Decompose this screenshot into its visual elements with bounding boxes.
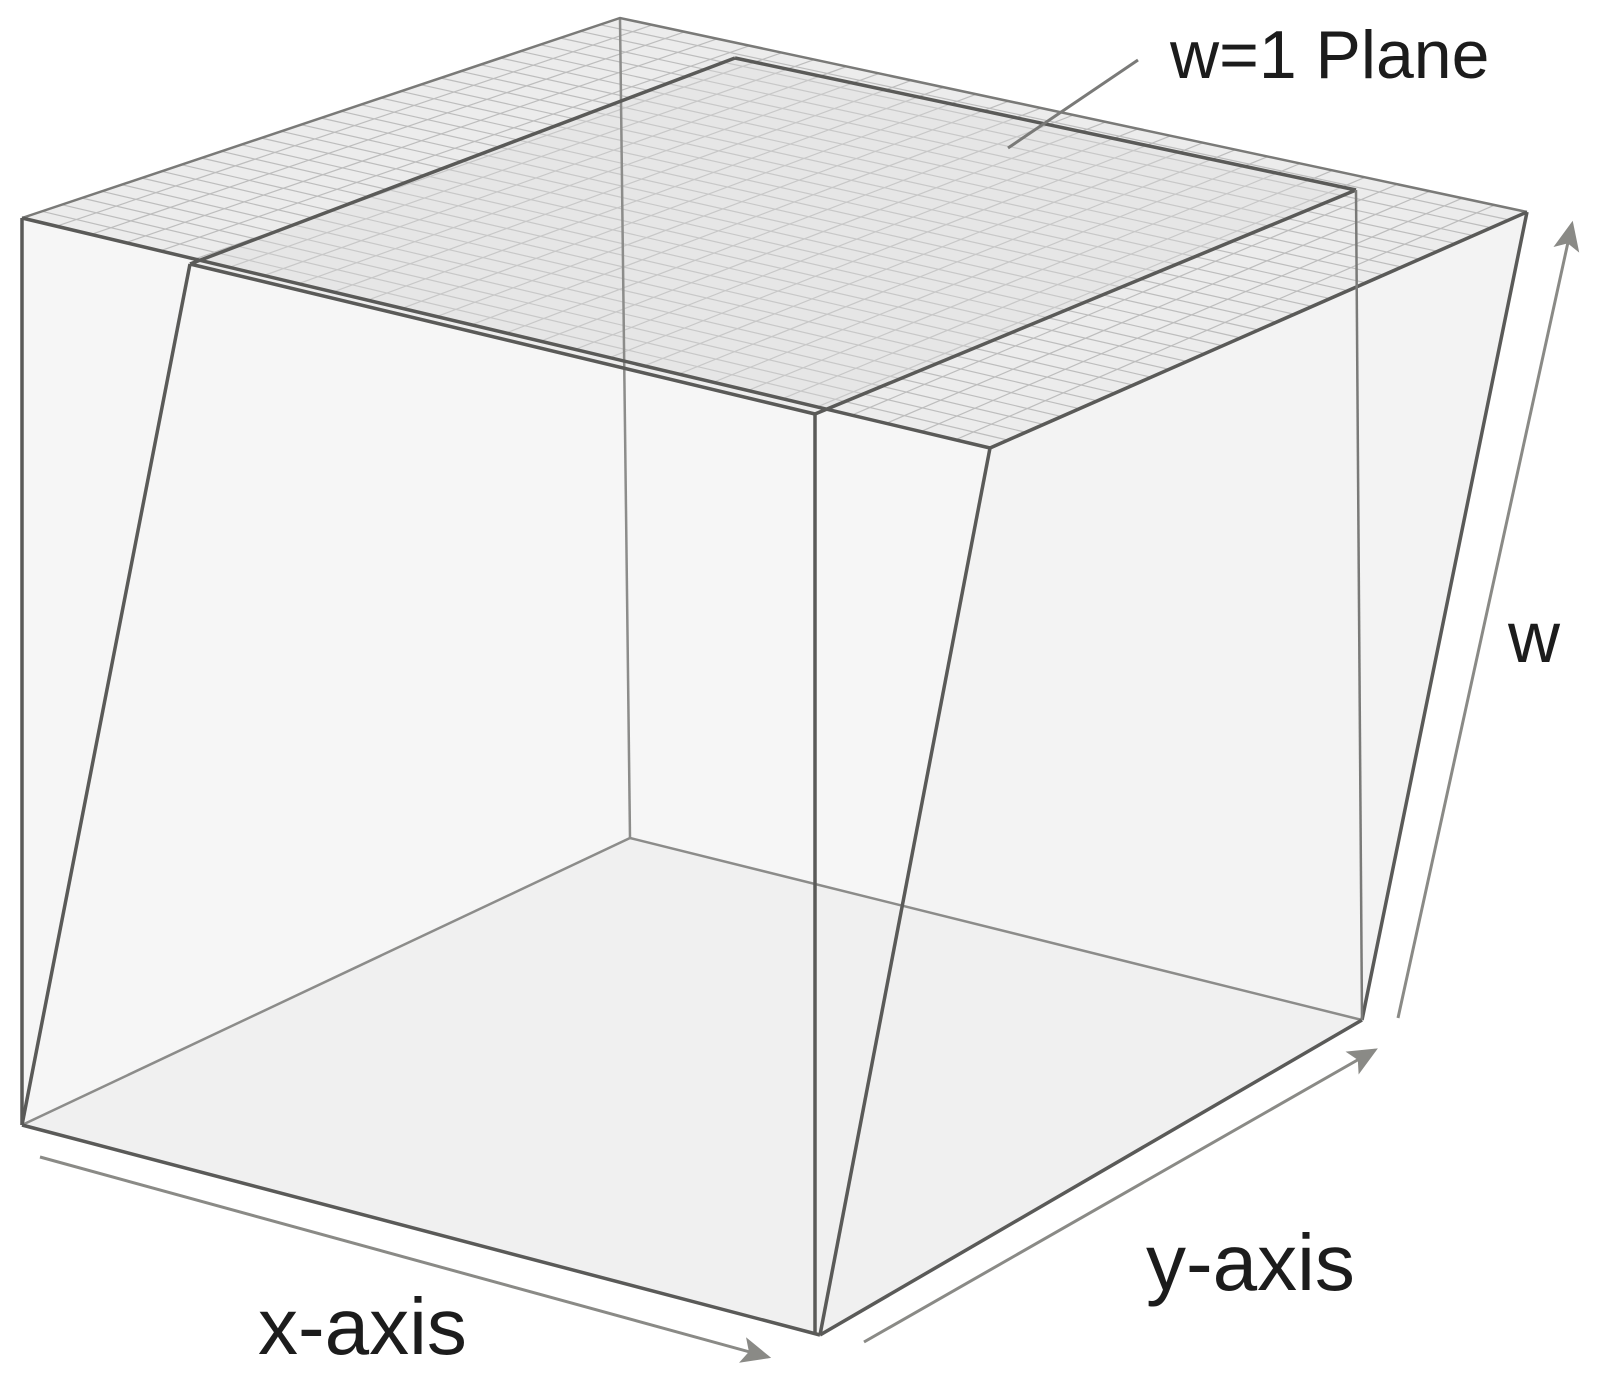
back-edges — [21, 17, 1363, 1127]
plane-label-leader — [1007, 58, 1139, 150]
w-axis-arrow — [1396, 220, 1580, 1019]
y-axis-arrow — [863, 1048, 1378, 1344]
grid-line — [599, 24, 1510, 221]
x-axis-arrow — [39, 1155, 772, 1363]
outer-box-faces — [22, 212, 1527, 1335]
w-axis-label: w — [1507, 598, 1561, 678]
x-axis-label: x-axis — [258, 1282, 467, 1371]
plane-label: w=1 Plane — [1169, 17, 1489, 93]
inner-plane-region — [190, 58, 1356, 414]
y-axis-label: y-axis — [1146, 1218, 1355, 1307]
inner-box-edges — [20, 56, 1364, 1335]
